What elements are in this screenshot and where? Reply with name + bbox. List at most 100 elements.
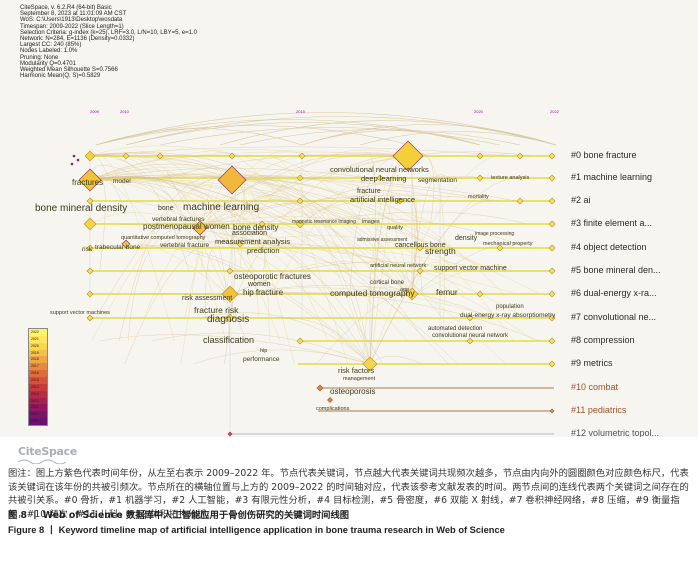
cluster-label: #2 ai bbox=[571, 195, 591, 205]
keyword-label: postmenopausal women bbox=[143, 222, 230, 231]
keyword-node bbox=[476, 152, 484, 160]
keyword-label: management bbox=[343, 375, 376, 382]
keyword-label: mechanical property bbox=[483, 240, 533, 247]
metadata-line: September 8, 2023 at 11:01:09 AM CST bbox=[20, 11, 127, 18]
metadata-line: Modularity Q=0.4701 bbox=[20, 60, 76, 67]
legend-swatch: 2017 bbox=[29, 363, 47, 371]
keyword-label: risk factors bbox=[338, 365, 375, 375]
keyword-label: strength bbox=[425, 245, 456, 256]
keyword-node bbox=[548, 152, 556, 160]
legend-swatch: 2011 bbox=[29, 404, 47, 412]
keyword-label: computed tomography bbox=[330, 287, 415, 298]
co-citation-link bbox=[260, 199, 371, 365]
co-citation-link bbox=[184, 151, 409, 157]
keyword-label: support vector machines bbox=[50, 309, 110, 316]
co-citation-link bbox=[229, 287, 495, 319]
keyword-label: cancellous bone bbox=[395, 242, 446, 249]
co-citation-link bbox=[161, 241, 231, 249]
legend-swatch: 2018 bbox=[29, 356, 47, 364]
co-citation-link bbox=[206, 269, 231, 297]
keyword-label: risk assessment bbox=[182, 295, 233, 302]
keyword-label: age bbox=[400, 286, 410, 293]
keyword-node bbox=[327, 397, 333, 403]
legend-swatch: 2016 bbox=[29, 370, 47, 378]
keyword-label: texture analysis bbox=[491, 174, 530, 181]
cluster-label: #11 pediatrics bbox=[571, 405, 627, 415]
co-citation-link bbox=[89, 179, 362, 225]
legend-swatch: 2020 bbox=[29, 342, 47, 350]
keyword-node bbox=[466, 337, 474, 345]
co-citation-link bbox=[97, 167, 233, 181]
keyword-label: quantitative computed tomography bbox=[121, 234, 206, 241]
keyword-label: mortality bbox=[468, 193, 489, 200]
keyword-label: osteoporotic fractures bbox=[234, 272, 311, 281]
co-citation-link bbox=[90, 212, 199, 229]
co-citation-link bbox=[408, 200, 418, 297]
keyword-node bbox=[295, 219, 305, 229]
keyword-label: admissive assessment bbox=[357, 237, 408, 243]
keyword-node bbox=[362, 356, 378, 372]
keyword-node bbox=[416, 267, 424, 275]
co-citation-link bbox=[266, 155, 371, 365]
citation-arc bbox=[301, 124, 557, 146]
year-tick: 2015 bbox=[296, 109, 305, 114]
co-citation-link bbox=[128, 244, 231, 297]
co-citation-link bbox=[369, 153, 523, 365]
co-citation-link bbox=[89, 178, 438, 249]
co-citation-link bbox=[224, 243, 236, 365]
co-citation-link bbox=[197, 155, 459, 229]
co-citation-link bbox=[218, 292, 413, 297]
cluster-label: #6 dual-energy x-ra... bbox=[571, 288, 657, 298]
keyword-node bbox=[236, 240, 244, 248]
co-citation-link bbox=[231, 179, 466, 295]
keyword-node bbox=[86, 244, 94, 252]
co-citation-link bbox=[129, 246, 371, 365]
keyword-label: machine learning bbox=[183, 202, 260, 213]
co-citation-link bbox=[203, 152, 409, 225]
keyword-node bbox=[548, 267, 556, 275]
co-citation-link bbox=[229, 197, 424, 245]
cluster-label: #10 combat bbox=[571, 382, 619, 392]
citation-arc bbox=[301, 130, 481, 146]
keyword-node bbox=[70, 162, 74, 166]
keyword-node bbox=[405, 287, 419, 301]
keyword-node bbox=[228, 152, 236, 160]
keyword-label: bone bbox=[158, 205, 174, 212]
metadata-line: CiteSpace, v. 6.2.R4 (64-bit) Basic bbox=[20, 5, 112, 11]
keyword-label: support vector machine bbox=[434, 265, 507, 272]
co-citation-link bbox=[138, 293, 231, 297]
keyword-node bbox=[298, 152, 306, 160]
co-citation-link bbox=[383, 200, 413, 297]
keyword-node bbox=[548, 220, 556, 228]
co-citation-link bbox=[369, 356, 423, 365]
figure-title-english: Figure 8 丨 Keyword timeline map of artif… bbox=[8, 525, 505, 535]
keyword-label: convolutional neural networks bbox=[330, 164, 429, 174]
citation-arc bbox=[159, 127, 501, 146]
cluster-label: #4 object detection bbox=[571, 242, 647, 252]
co-citation-link bbox=[299, 218, 529, 249]
keyword-label: model bbox=[113, 177, 131, 185]
keyword-node bbox=[466, 314, 474, 322]
keyword-label: vertebral fractures bbox=[152, 215, 205, 223]
year-tick: 2022 bbox=[550, 109, 559, 114]
co-citation-link bbox=[124, 241, 231, 365]
metadata-line: Harmonic Mean(Q, S)=0.5829 bbox=[20, 73, 101, 80]
co-citation-link bbox=[231, 178, 492, 202]
keyword-node bbox=[76, 158, 80, 162]
co-citation-link bbox=[89, 149, 318, 181]
figure-note-chinese: 图注：图上方紫色代表时间年份，从左至右表示 2009–2022 年。节点代表关键… bbox=[8, 468, 689, 520]
keyword-label: hip bbox=[260, 347, 268, 354]
co-citation-link bbox=[207, 246, 371, 365]
keyword-label: automated detection bbox=[428, 326, 483, 332]
keyword-node bbox=[548, 290, 556, 298]
co-citation-link bbox=[299, 211, 527, 225]
legend-swatch: 2009 bbox=[29, 418, 47, 426]
keyword-label: artificial intelligence bbox=[350, 194, 416, 204]
co-citation-link bbox=[229, 235, 468, 272]
co-citation-link bbox=[166, 154, 409, 179]
metadata-line: Largest CC: 240 (85%) bbox=[20, 42, 82, 49]
figure-title-chinese: 图 8 丨 Web of Science 数据库中人工智能应用于骨创伤研究的关键… bbox=[8, 510, 350, 521]
co-citation-link bbox=[231, 178, 436, 225]
